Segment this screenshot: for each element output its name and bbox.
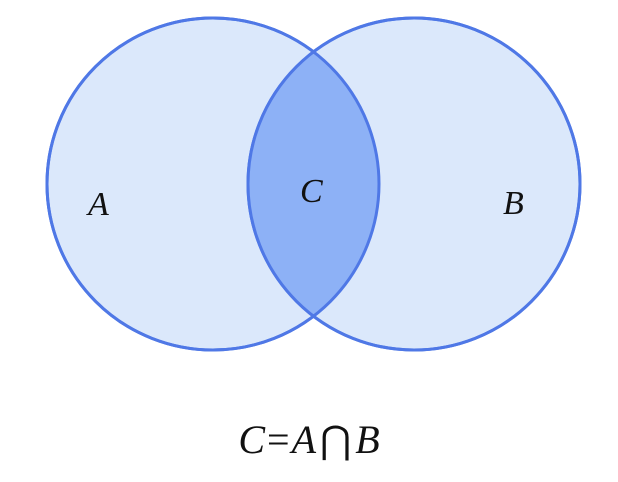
intersection-operator: ⋂: [320, 420, 352, 462]
intersection-label: C: [300, 173, 323, 210]
set-b-outline: [246, 16, 582, 352]
set-a-label: A: [86, 186, 109, 223]
formula-lhs: C: [238, 417, 266, 462]
formula-set-b: B: [355, 417, 380, 462]
set-b-label: B: [503, 185, 524, 222]
formula-set-a: A: [291, 417, 317, 462]
intersection-region: [248, 18, 379, 350]
set-a-outline: [45, 16, 381, 352]
formula-equals: =: [267, 417, 290, 462]
intersection-formula: C=A⋂B: [0, 417, 618, 462]
